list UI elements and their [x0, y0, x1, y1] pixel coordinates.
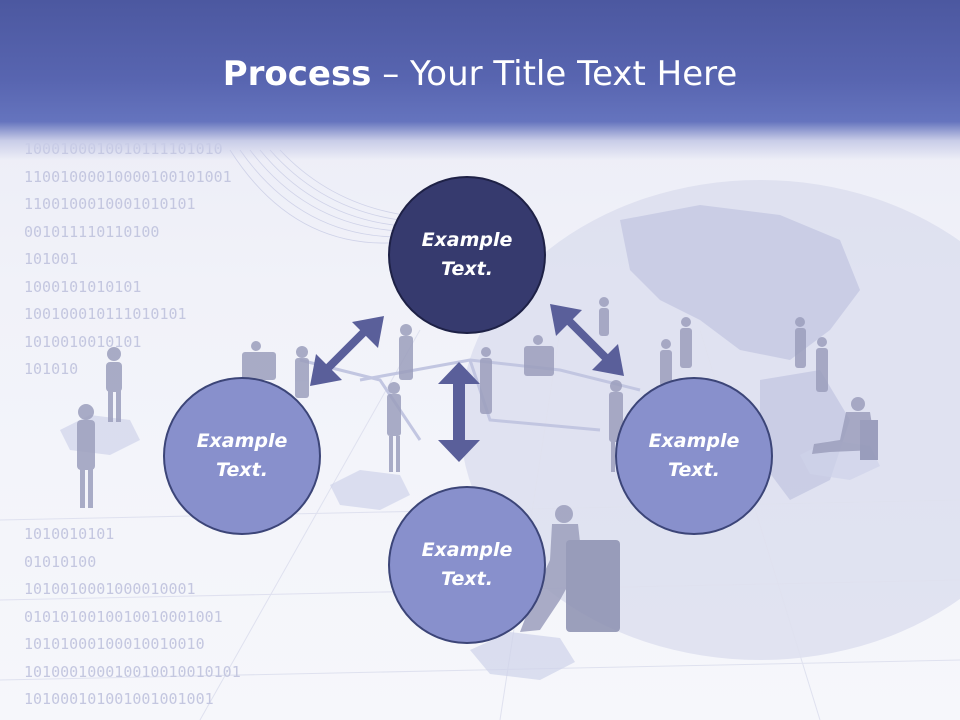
arrow-top-right: [550, 304, 624, 376]
binary-line: 10101000100010010010: [24, 635, 205, 653]
binary-line: 11001000010000100101001: [24, 167, 232, 186]
title-bar: [0, 0, 960, 160]
binary-line: 1010010001000010001: [24, 580, 196, 598]
circle-bottom-text: Example Text.: [421, 539, 513, 590]
binary-line: 100100010111010101: [24, 305, 187, 323]
binary-line: 0101010010010010001001: [24, 607, 223, 626]
binary-line: 001011110110100: [24, 222, 160, 241]
title-bold: Process: [222, 54, 372, 94]
arrow-vertical: [438, 362, 480, 462]
binary-line: 101000100010010010010101: [24, 662, 241, 681]
people-silhouettes: [77, 297, 878, 632]
arrow-top-left: [310, 316, 384, 386]
title-rest: – Your Title Text Here: [371, 54, 738, 94]
binary-line: 1010010101: [24, 525, 115, 543]
circle-left: Example Text.: [163, 377, 321, 535]
binary-line: 1010010010101: [24, 332, 142, 351]
binary-line: 101010: [24, 360, 79, 378]
circle-top: Example Text.: [388, 176, 546, 334]
circle-right: Example Text.: [615, 377, 773, 535]
slide-title: Process – Your Title Text Here: [0, 52, 960, 96]
binary-line: 101000101001001001001: [24, 690, 214, 708]
binary-line: 101001: [24, 250, 79, 268]
circle-right-text: Example Text.: [648, 430, 740, 481]
circle-left-text: Example Text.: [196, 430, 288, 481]
binary-line: 01010100: [24, 552, 97, 571]
circle-bottom: Example Text.: [388, 486, 546, 644]
binary-line: 1100100010001010101: [24, 195, 196, 213]
binary-line: 1000101010101: [24, 277, 142, 296]
circle-top-text: Example Text.: [421, 229, 513, 280]
